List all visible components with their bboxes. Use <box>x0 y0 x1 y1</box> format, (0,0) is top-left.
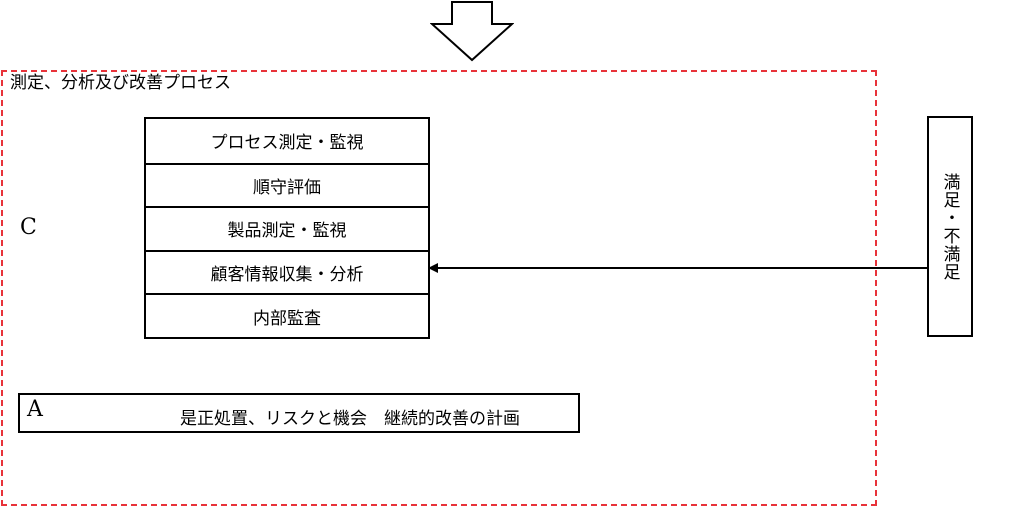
stack-item-customer-info-analysis: 顧客情報収集・分析 <box>146 249 428 294</box>
down-arrow-icon <box>430 1 514 62</box>
check-label: C <box>20 215 37 240</box>
satisfaction-text: 満足・不満足 <box>939 172 960 281</box>
frame-title: 測定、分析及び改善プロセス <box>10 73 231 93</box>
act-label: A <box>27 397 43 422</box>
feedback-arrow <box>428 263 928 273</box>
stack-item-internal-audit: 内部監査 <box>146 293 428 337</box>
stack-item-product-monitoring: 製品測定・監視 <box>146 206 428 250</box>
action-box: A 是正処置、リスクと機会 継続的改善の計画 <box>18 393 580 433</box>
check-process-stack: プロセス測定・監視 順守評価 製品測定・監視 顧客情報収集・分析 内部監査 <box>144 117 430 339</box>
measurement-analysis-improvement-frame <box>1 70 877 506</box>
action-plan-text: 是正処置、リスクと機会 継続的改善の計画 <box>180 409 520 429</box>
stack-item-process-monitoring: プロセス測定・監視 <box>210 133 364 154</box>
stack-item-compliance-evaluation: 順守評価 <box>146 162 428 207</box>
satisfaction-box: 満足・不満足 <box>927 116 973 337</box>
